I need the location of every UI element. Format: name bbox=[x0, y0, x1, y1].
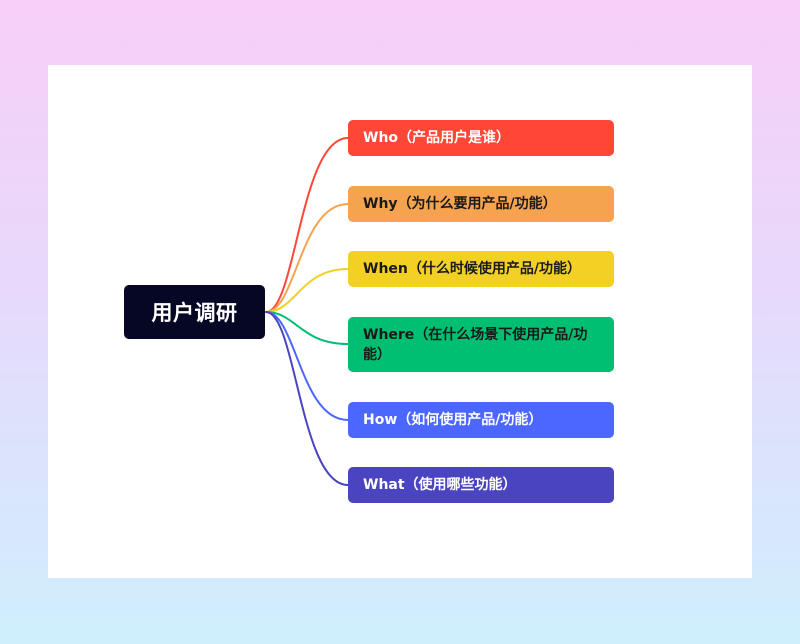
branch-label-when: When（什么时候使用产品/功能） bbox=[363, 261, 581, 277]
branch-node-when[interactable]: When（什么时候使用产品/功能） bbox=[348, 251, 614, 287]
connector-why bbox=[265, 203, 349, 313]
branch-node-where[interactable]: Where（在什么场景下使用产品/功能） bbox=[348, 317, 614, 372]
connector-how bbox=[265, 311, 349, 421]
connector-what bbox=[265, 311, 349, 486]
branch-label-how: How（如何使用产品/功能） bbox=[363, 412, 543, 428]
branch-label-why: Why（为什么要用产品/功能） bbox=[363, 196, 557, 212]
branch-label-where: Where（在什么场景下使用产品/功能） bbox=[363, 326, 588, 363]
connector-where bbox=[265, 311, 349, 345]
branch-node-what[interactable]: What（使用哪些功能） bbox=[348, 467, 614, 503]
branch-node-who[interactable]: Who（产品用户是谁） bbox=[348, 120, 614, 156]
branch-label-who: Who（产品用户是谁） bbox=[363, 130, 511, 146]
branch-label-what: What（使用哪些功能） bbox=[363, 477, 517, 493]
root-node-label: 用户调研 bbox=[151, 301, 238, 325]
branch-node-how[interactable]: How（如何使用产品/功能） bbox=[348, 402, 614, 438]
branch-node-why[interactable]: Why（为什么要用产品/功能） bbox=[348, 186, 614, 222]
root-node[interactable]: 用户调研 bbox=[124, 285, 265, 339]
connector-who bbox=[265, 137, 349, 313]
connector-when bbox=[265, 268, 349, 313]
